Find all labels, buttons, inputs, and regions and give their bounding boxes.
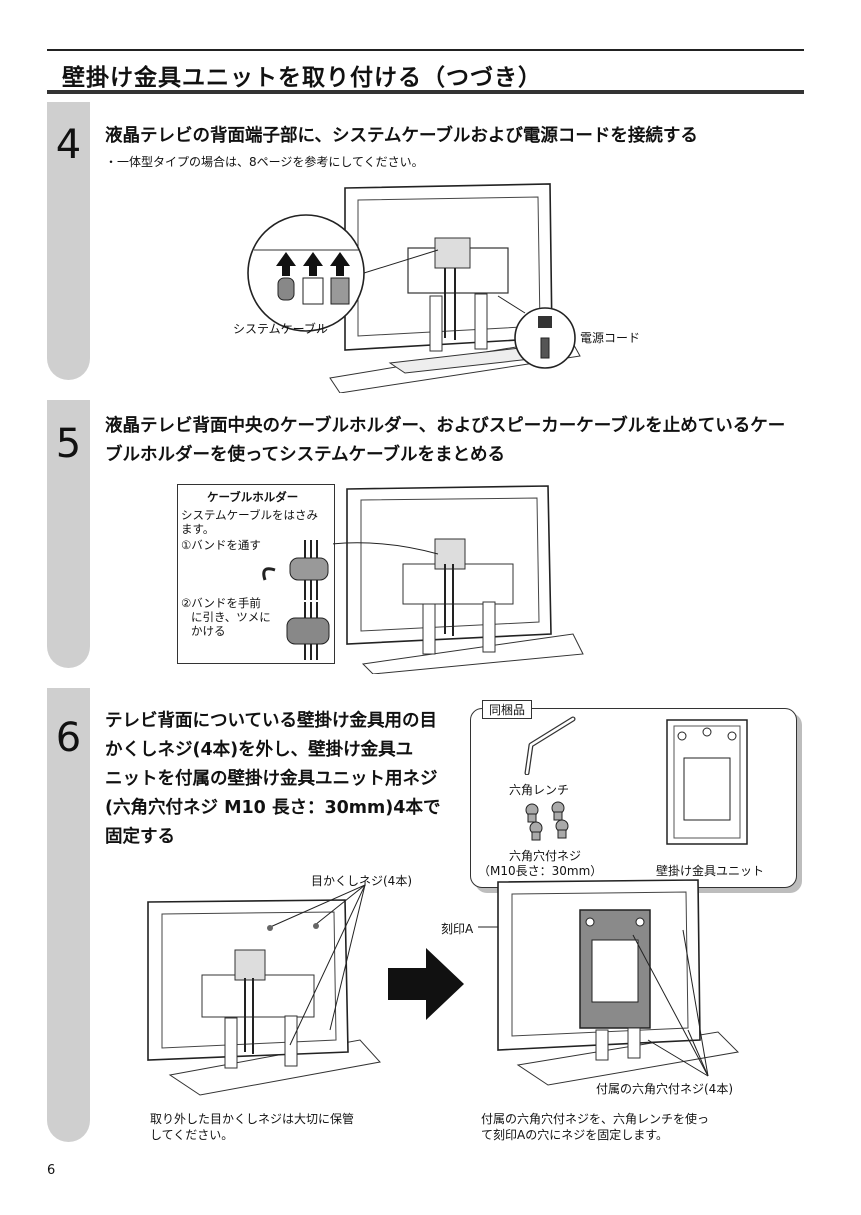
caption-left-line1: 取り外した目かくしネジは大切に保管: [150, 1112, 355, 1126]
step-5-heading-line2: ブルホルダーを使ってシステムケーブルをまとめる: [105, 445, 506, 465]
step-6-heading-line5: 固定する: [105, 827, 175, 847]
title-underline: [47, 90, 804, 94]
bundle-screws-label-line2: （M10長さ：30mm）: [478, 864, 603, 878]
bundle-wrench-label: 六角レンチ: [509, 783, 570, 797]
bundle-screws-label-line1: 六角穴付ネジ: [509, 849, 582, 863]
caption-left-line2: してください。: [150, 1128, 234, 1142]
cable-holder-title: ケーブルホルダー: [207, 490, 299, 504]
hex-wrench-icon: [524, 716, 576, 775]
cable-holder-step2-line1: ②バンドを手前: [181, 596, 261, 610]
step-6-number: 6: [55, 715, 82, 761]
step-5-bar: [47, 400, 90, 668]
step-6-heading-line1: テレビ背面についている壁掛け金具用の目: [105, 711, 437, 731]
header-rule: [47, 49, 804, 51]
tv-rear-connection-illustration: [247, 183, 581, 393]
cable-holder-illustration: [262, 540, 330, 660]
label-mark-a: 刻印A: [441, 922, 474, 936]
step-6-heading-line2: かくしネジ(4本)を外し、壁掛け金具ユ: [105, 740, 414, 760]
step-5-number: 5: [55, 421, 82, 467]
cable-holder-step2-line3: かける: [191, 624, 226, 638]
tv-rear-cable-illustration: [333, 485, 584, 674]
wall-mount-unit-icon: [666, 719, 748, 845]
page-number: 6: [47, 1163, 56, 1178]
cable-holder-step2-line2: に引き、ツメに: [191, 610, 271, 624]
step-4-heading: 液晶テレビの背面端子部に、システムケーブルおよび電源コードを接続する: [105, 126, 698, 146]
step-4-bar: [47, 102, 90, 380]
label-cover-screws: 目かくしネジ(4本): [311, 874, 412, 888]
caption-right-line2: て刻印Aの穴にネジを固定します。: [481, 1128, 669, 1142]
page-title: 壁掛け金具ユニットを取り付ける（つづき）: [62, 65, 542, 91]
tv-remove-screws-illustration: [147, 884, 381, 1096]
step-4-number: 4: [55, 122, 82, 168]
hex-socket-screws-icon: [525, 801, 569, 841]
step-6-heading-line3: ニットを付属の壁掛け金具ユニット用ネジ: [105, 769, 438, 789]
label-system-cable: システムケーブル: [233, 322, 328, 336]
cable-holder-text1: システムケーブルをはさみ: [181, 508, 318, 522]
label-power-cord: 電源コード: [580, 331, 641, 345]
right-arrow-icon: [388, 948, 464, 1020]
step-5-heading-line1: 液晶テレビ背面中央のケーブルホルダー、およびスピーカーケーブルを止めているケー: [105, 416, 786, 436]
step-6-bar: [47, 688, 90, 1142]
bundle-unit-label: 壁掛け金具ユニット: [656, 864, 765, 878]
tv-mount-unit-illustration: [478, 879, 740, 1086]
bundled-items-tag: 同梱品: [482, 700, 533, 719]
caption-right-line1: 付属の六角穴付ネジを、六角レンチを使っ: [481, 1112, 710, 1126]
cable-holder-step1: ①バンドを通す: [181, 538, 261, 552]
cable-holder-text2: ます。: [181, 522, 215, 536]
label-included-screws: 付属の六角穴付ネジ(4本): [596, 1082, 733, 1096]
step-6-heading-line4: (六角穴付ネジ M10 長さ：30mm)4本で: [105, 798, 441, 818]
step-4-note: ・一体型タイプの場合は、8ページを参考にしてください。: [105, 155, 424, 169]
